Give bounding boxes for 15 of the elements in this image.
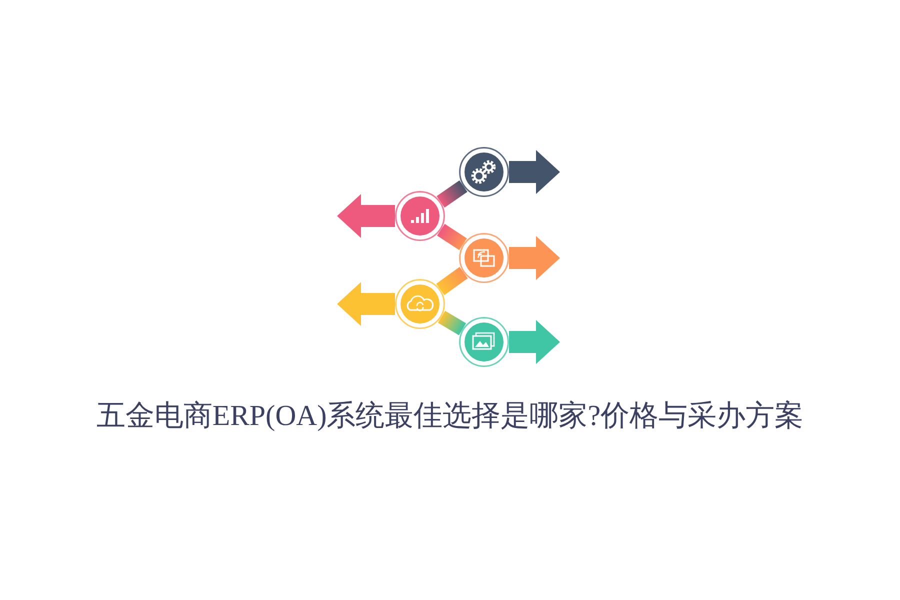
- block-arrow: [509, 320, 560, 364]
- icon-circle: [459, 317, 509, 367]
- icon-circle: [459, 233, 509, 283]
- connector-band: [438, 310, 466, 336]
- connector-band: [437, 224, 467, 250]
- connector-band: [436, 180, 468, 208]
- icon-circle: [395, 279, 445, 329]
- block-arrow: [509, 150, 560, 194]
- icon-circle: [459, 147, 509, 197]
- icon-circle: [395, 191, 445, 241]
- block-arrow: [337, 194, 395, 238]
- block-arrow: [337, 282, 395, 326]
- connector-band: [436, 266, 468, 296]
- block-arrow: [509, 236, 560, 280]
- title: 五金电商ERP(OA)系统最佳选择是哪家?价格与采办方案: [96, 399, 804, 434]
